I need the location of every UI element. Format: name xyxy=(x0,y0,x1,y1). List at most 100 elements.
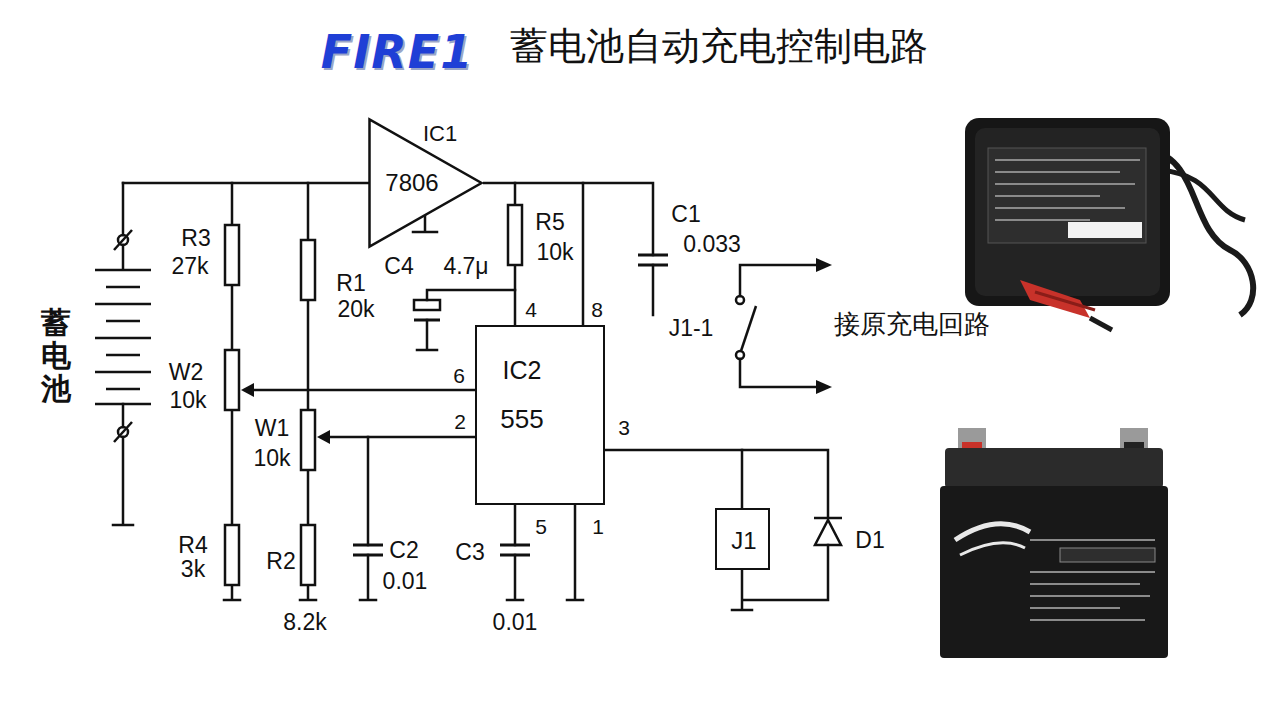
battery-symbol xyxy=(114,230,132,250)
part-name: C1 xyxy=(670,202,701,226)
output-arrow xyxy=(816,258,832,272)
battery-photo xyxy=(1060,548,1155,562)
relay-contact xyxy=(736,296,756,359)
wire-connector xyxy=(483,183,583,325)
ic-type: J1 xyxy=(731,528,756,553)
part-name: W1 xyxy=(254,416,291,440)
component-value: 8.2k xyxy=(282,610,327,634)
ic-type: 555 xyxy=(500,406,543,433)
capacitor-symbol xyxy=(500,545,530,555)
pin-number: 6 xyxy=(452,365,466,387)
battery-symbol xyxy=(95,270,151,404)
battery-symbol xyxy=(114,422,132,442)
ic-name: IC2 xyxy=(503,357,542,383)
resistor-symbol xyxy=(225,225,239,285)
wire xyxy=(360,437,376,600)
wire xyxy=(122,245,125,268)
battery-symbol xyxy=(95,230,151,442)
battery-photo xyxy=(960,543,1025,555)
charger-photo xyxy=(1035,292,1095,310)
battery-photo xyxy=(940,428,1168,658)
charger-photo xyxy=(1160,170,1245,220)
resistor-symbol xyxy=(225,525,239,585)
part-name: C3 xyxy=(454,540,485,564)
note-text: 接原充电回路 xyxy=(833,311,991,338)
wire xyxy=(328,436,475,439)
part-name: R2 xyxy=(265,549,296,573)
wiper-arrow xyxy=(317,430,330,444)
capacitor-symbol xyxy=(638,255,668,265)
relay-coil-box: J1 xyxy=(715,508,770,570)
pin-number: 2 xyxy=(453,411,467,433)
battery-photo xyxy=(955,524,1030,540)
wiper-arrow xyxy=(241,383,254,397)
wire xyxy=(740,265,820,387)
charger-photo xyxy=(975,128,1160,296)
battery-label: 蓄电池 xyxy=(40,306,72,405)
component-value: 4.7μ xyxy=(442,254,489,278)
wire xyxy=(122,404,125,427)
wire xyxy=(583,183,653,315)
resistor-symbol xyxy=(301,410,315,470)
wire xyxy=(123,182,368,185)
wire xyxy=(113,183,828,610)
diode-symbol xyxy=(815,520,841,545)
capacitor-symbol xyxy=(414,300,440,310)
wiper-arrow xyxy=(241,383,330,444)
pin-number: 1 xyxy=(591,516,605,538)
charger-photo xyxy=(1090,318,1112,330)
part-name: R3 xyxy=(180,226,211,250)
charger-photo xyxy=(995,160,1140,220)
component-value: 0.033 xyxy=(682,232,742,256)
component-value: 10k xyxy=(168,388,207,412)
capacitor-symbol xyxy=(353,255,668,555)
capacitor-symbol xyxy=(414,319,440,322)
part-name: C2 xyxy=(388,538,419,562)
wire xyxy=(122,183,125,235)
part-name: J1-1 xyxy=(668,316,715,340)
pin-number: 4 xyxy=(524,299,538,321)
timer-ic-box: IC2 555 xyxy=(475,325,605,505)
diode-symbol xyxy=(814,517,842,520)
output-arrow xyxy=(816,258,832,394)
logo-text: FIRE1 xyxy=(320,28,474,76)
relay-contact xyxy=(741,306,756,351)
diagram-title: 蓄电池自动充电控制电路 xyxy=(510,26,928,68)
part-name: D1 xyxy=(854,528,885,552)
resistor-symbol xyxy=(301,240,315,300)
wire xyxy=(507,505,523,600)
charger-photo xyxy=(988,148,1146,243)
component-value: 20k xyxy=(336,297,375,321)
diode-symbol xyxy=(814,518,842,545)
battery-photo xyxy=(1030,540,1155,620)
triangle-outline xyxy=(370,120,482,247)
resistor-symbol xyxy=(508,205,522,265)
part-name: C4 xyxy=(383,254,414,278)
battery-photo xyxy=(940,486,1168,658)
component-value: 0.01 xyxy=(492,610,539,634)
pin-number: 5 xyxy=(534,516,548,538)
component-value: 10k xyxy=(535,240,574,264)
wire xyxy=(113,437,133,525)
regulator-triangle: IC1 7806 xyxy=(368,118,483,248)
component-value: 10k xyxy=(252,446,291,470)
capacitor-symbol xyxy=(353,545,383,555)
wire xyxy=(300,183,316,600)
part-name: R1 xyxy=(335,271,366,295)
charger-photo xyxy=(1068,222,1142,238)
pin-number: 3 xyxy=(617,417,631,439)
resistor-symbol xyxy=(301,525,315,585)
pin-number: 8 xyxy=(590,299,604,321)
part-name: W2 xyxy=(168,360,205,384)
relay-contact xyxy=(736,351,744,359)
charger-photo xyxy=(965,118,1253,330)
wire xyxy=(567,505,583,600)
wire xyxy=(224,183,240,600)
component-value: 27k xyxy=(170,254,209,278)
part-name: R5 xyxy=(534,210,565,234)
ic-type: 7806 xyxy=(385,170,438,195)
wire xyxy=(252,389,475,392)
component-value: 0.01 xyxy=(382,569,429,593)
ic-name: IC1 xyxy=(423,122,457,145)
part-name: R4 xyxy=(177,533,208,557)
